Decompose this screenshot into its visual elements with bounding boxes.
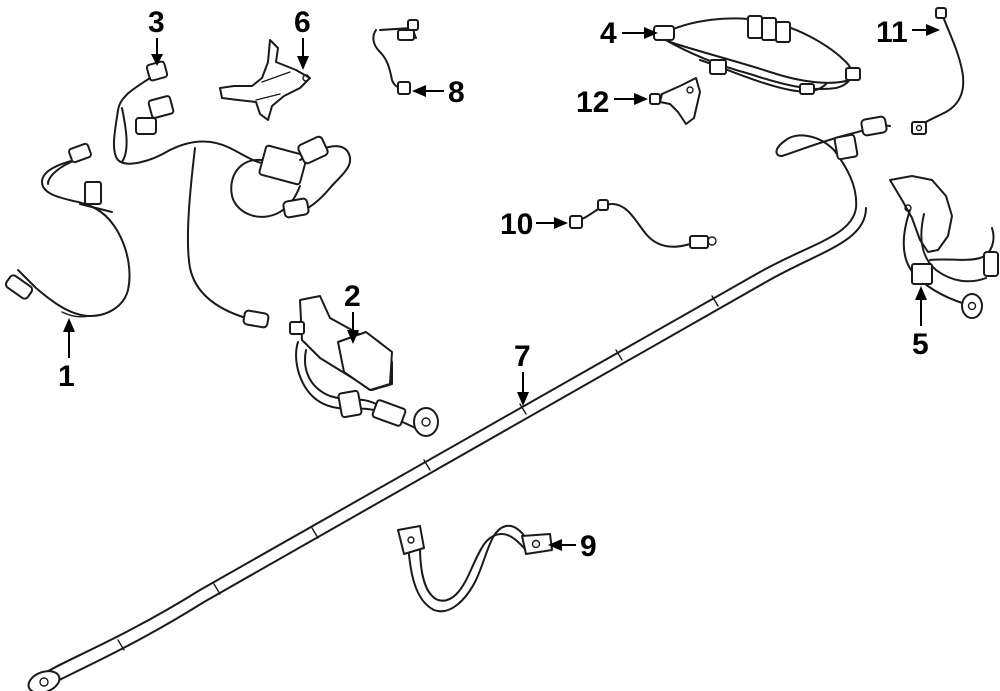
callout-2-arrow <box>347 330 359 344</box>
callout-9: 9 <box>548 530 597 563</box>
callout-10-arrow <box>554 217 568 229</box>
part-3-sensor-harness <box>112 60 351 329</box>
part-2-junction-harness <box>289 295 439 437</box>
callout-7: 7 <box>514 340 531 406</box>
callout-label-9: 9 <box>580 530 597 563</box>
callout-label-2: 2 <box>344 280 361 313</box>
part-9-ground-cable <box>397 524 553 613</box>
callout-11: 11 <box>876 16 940 49</box>
callout-9-arrow <box>548 539 562 551</box>
part-7-battery-cable <box>27 115 891 691</box>
callout-label-5: 5 <box>912 328 929 361</box>
callout-12: 12 <box>576 86 648 119</box>
callout-8-arrow <box>412 85 426 97</box>
callout-3-arrow <box>151 54 163 66</box>
callout-label-10: 10 <box>500 208 533 241</box>
part-8-sensor-lead <box>372 19 419 95</box>
callout-11-arrow <box>926 24 940 36</box>
callout-5: 5 <box>912 286 929 361</box>
callout-label-1: 1 <box>58 360 75 393</box>
callout-5-arrow <box>915 286 927 300</box>
callout-7-arrow <box>517 392 529 406</box>
callout-6-arrow <box>297 56 309 70</box>
part-1-wheel-speed-sensor <box>4 142 131 318</box>
callout-1-arrow <box>63 318 75 332</box>
callout-10: 10 <box>500 208 568 241</box>
callout-12-arrow <box>634 93 648 105</box>
callout-label-12: 12 <box>576 86 609 119</box>
callout-2: 2 <box>344 280 361 344</box>
part-11-ground-strap <box>911 7 965 135</box>
callout-3: 3 <box>148 6 165 66</box>
callout-1: 1 <box>58 318 75 393</box>
callout-4-arrow <box>644 27 658 39</box>
callout-label-8: 8 <box>448 76 465 109</box>
part-4-wiring-harness <box>653 15 861 95</box>
callout-label-11: 11 <box>876 16 908 49</box>
callout-6: 6 <box>294 6 311 70</box>
part-12-clip <box>649 77 701 125</box>
part-6-bracket <box>219 39 311 121</box>
callout-label-4: 4 <box>600 17 617 50</box>
callout-label-7: 7 <box>514 340 531 373</box>
part-5-right-harness <box>889 175 999 319</box>
callout-4: 4 <box>600 17 658 50</box>
part-10-lead <box>569 199 717 249</box>
callout-label-3: 3 <box>148 6 165 39</box>
callout-label-6: 6 <box>294 6 311 39</box>
callout-8: 8 <box>412 76 465 109</box>
